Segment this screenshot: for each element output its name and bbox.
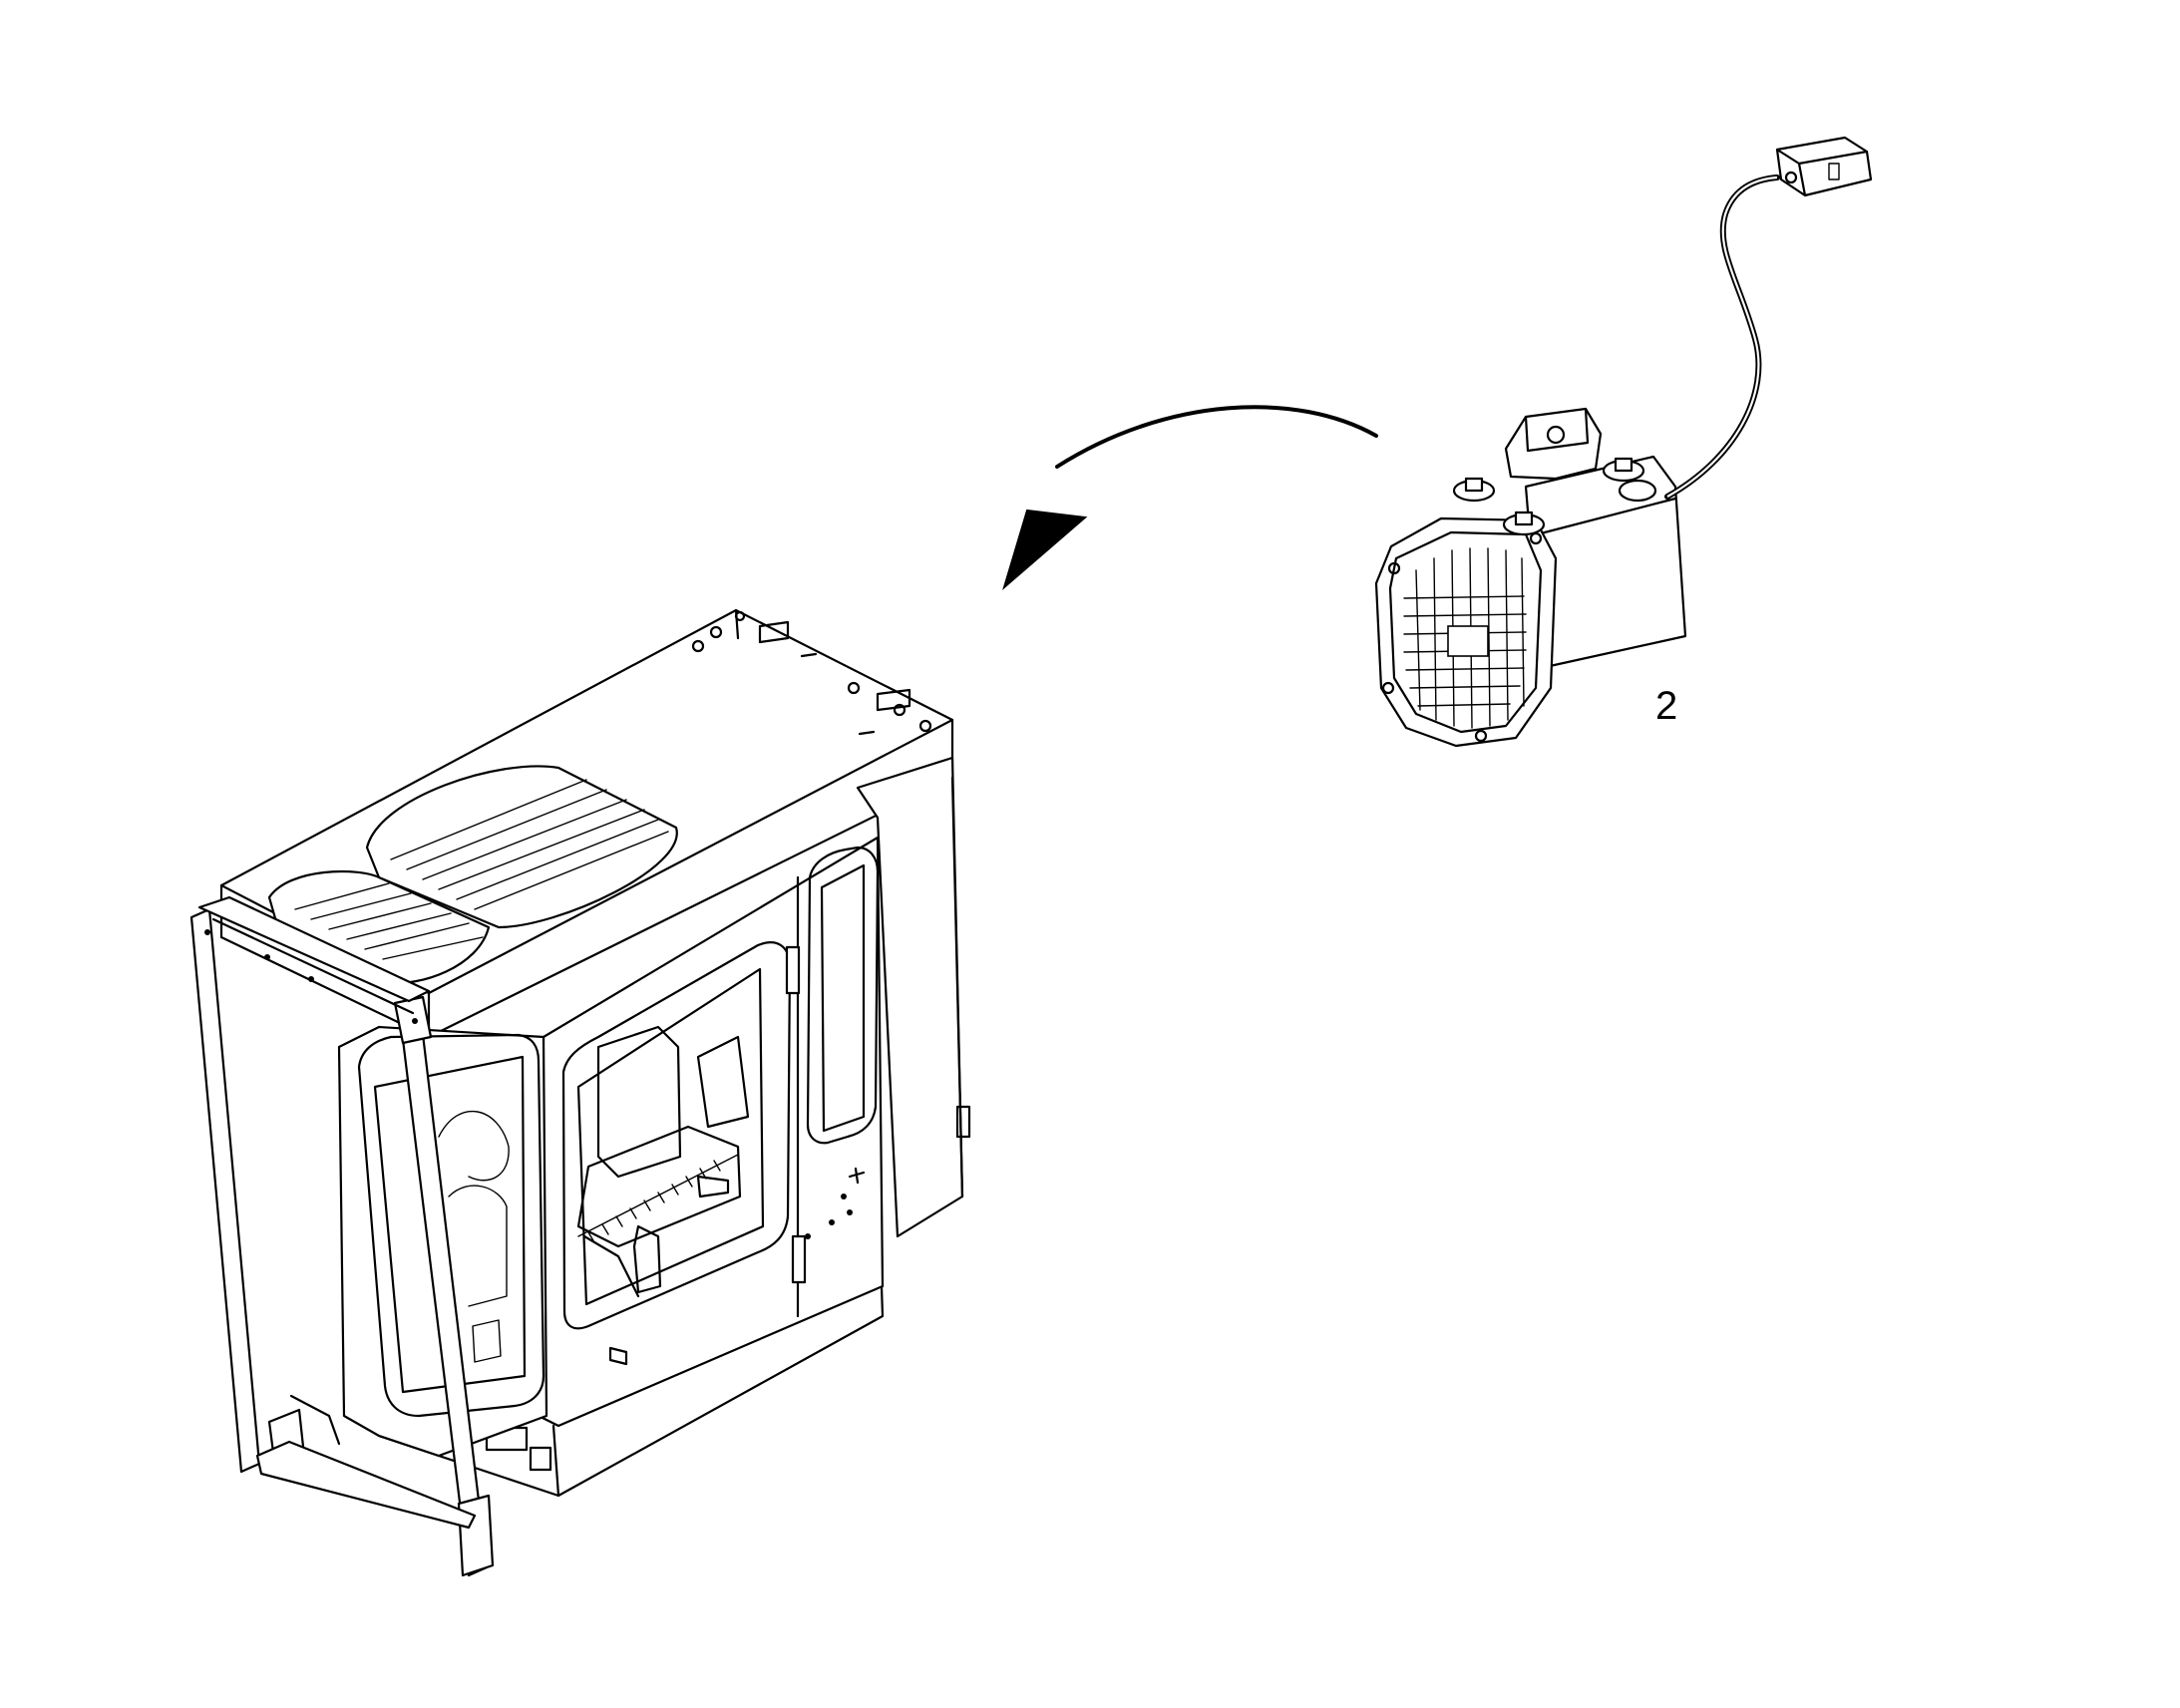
install-direction-arrow-icon — [1002, 405, 1378, 590]
wiring-connector-icon — [1664, 136, 1873, 500]
operator-cab-icon — [189, 608, 971, 1577]
callout-label-2: 2 — [1655, 684, 1678, 728]
heater-fan-unit-icon — [1374, 407, 1687, 748]
